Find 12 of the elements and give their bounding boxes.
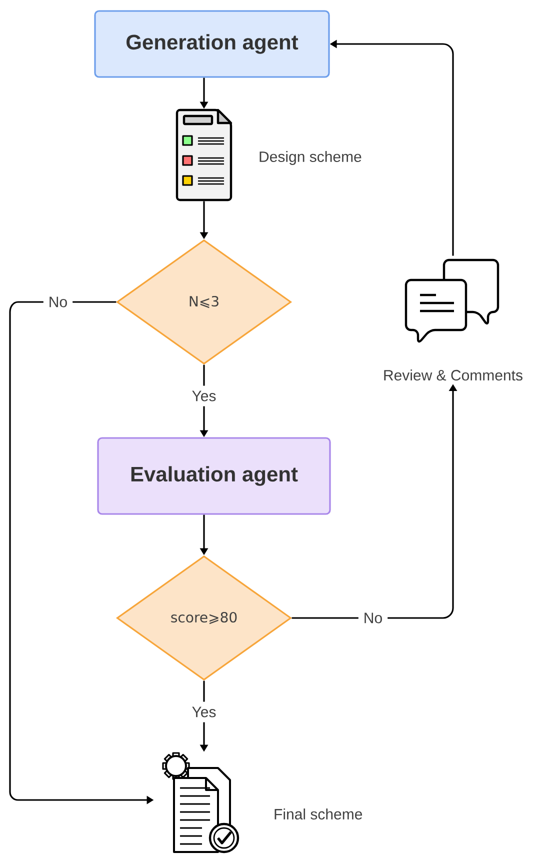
edge-label: No [43, 292, 73, 312]
agent-box: Evaluation agent [97, 437, 331, 515]
edge-label: Yes [186, 702, 222, 722]
edge-label: No [358, 608, 388, 628]
chat-icon [404, 258, 500, 343]
edge-label: Yes [186, 386, 222, 406]
document-icon [162, 752, 240, 854]
icon-caption: Design scheme [260, 151, 362, 165]
icon-caption: Final scheme [274, 808, 362, 820]
document-icon [176, 108, 232, 202]
agent-box: Generation agent [94, 10, 330, 78]
icon-caption: Review & Comments [384, 370, 522, 381]
